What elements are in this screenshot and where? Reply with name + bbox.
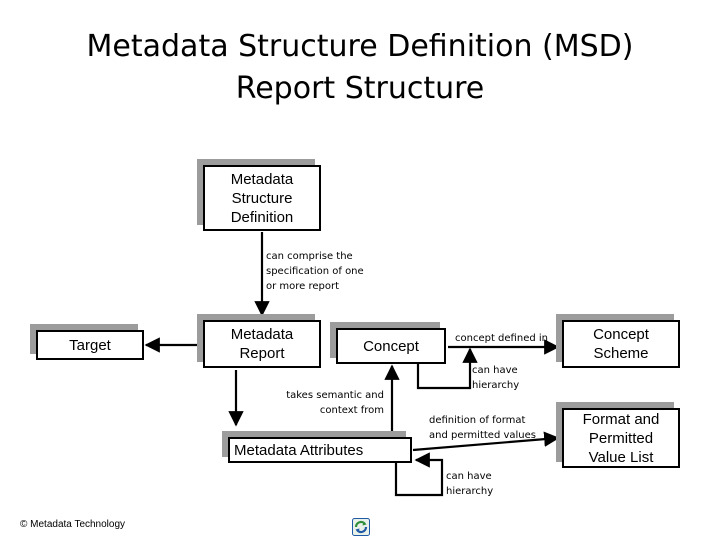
label-can-have-hierarchy-1: can have hierarchy xyxy=(472,365,520,391)
refresh-logo-icon xyxy=(352,518,370,536)
label-takes-semantic: takes semantic and context from xyxy=(286,390,384,416)
page-title: Metadata Structure Definition (MSD) Repo… xyxy=(0,26,720,110)
metadata-report-box: Metadata Report xyxy=(203,320,321,368)
label-can-comprise: can comprise the specification of one or… xyxy=(266,251,364,292)
connector-attributes-hierarchy xyxy=(394,452,444,497)
connector-concept-hierarchy xyxy=(416,347,478,390)
concept-box: Concept xyxy=(336,328,446,364)
target-box: Target xyxy=(36,330,144,360)
footer-copyright: © Metadata Technology xyxy=(20,519,126,530)
connector-attributes-format xyxy=(412,431,560,452)
title-line-1: Metadata Structure Definition (MSD) xyxy=(86,29,634,64)
label-definition-of-format: definition of format and permitted value… xyxy=(429,415,536,441)
title-line-2: Report Structure xyxy=(235,71,485,106)
concept-scheme-box: Concept Scheme xyxy=(562,320,680,368)
label-can-have-hierarchy-2: can have hierarchy xyxy=(446,471,494,497)
msd-box: Metadata Structure Definition xyxy=(203,165,321,231)
format-list-box: Format and Permitted Value List xyxy=(562,408,680,468)
metadata-attributes-box: Metadata Attributes xyxy=(228,437,412,463)
label-concept-defined-in: concept defined in xyxy=(455,333,548,344)
